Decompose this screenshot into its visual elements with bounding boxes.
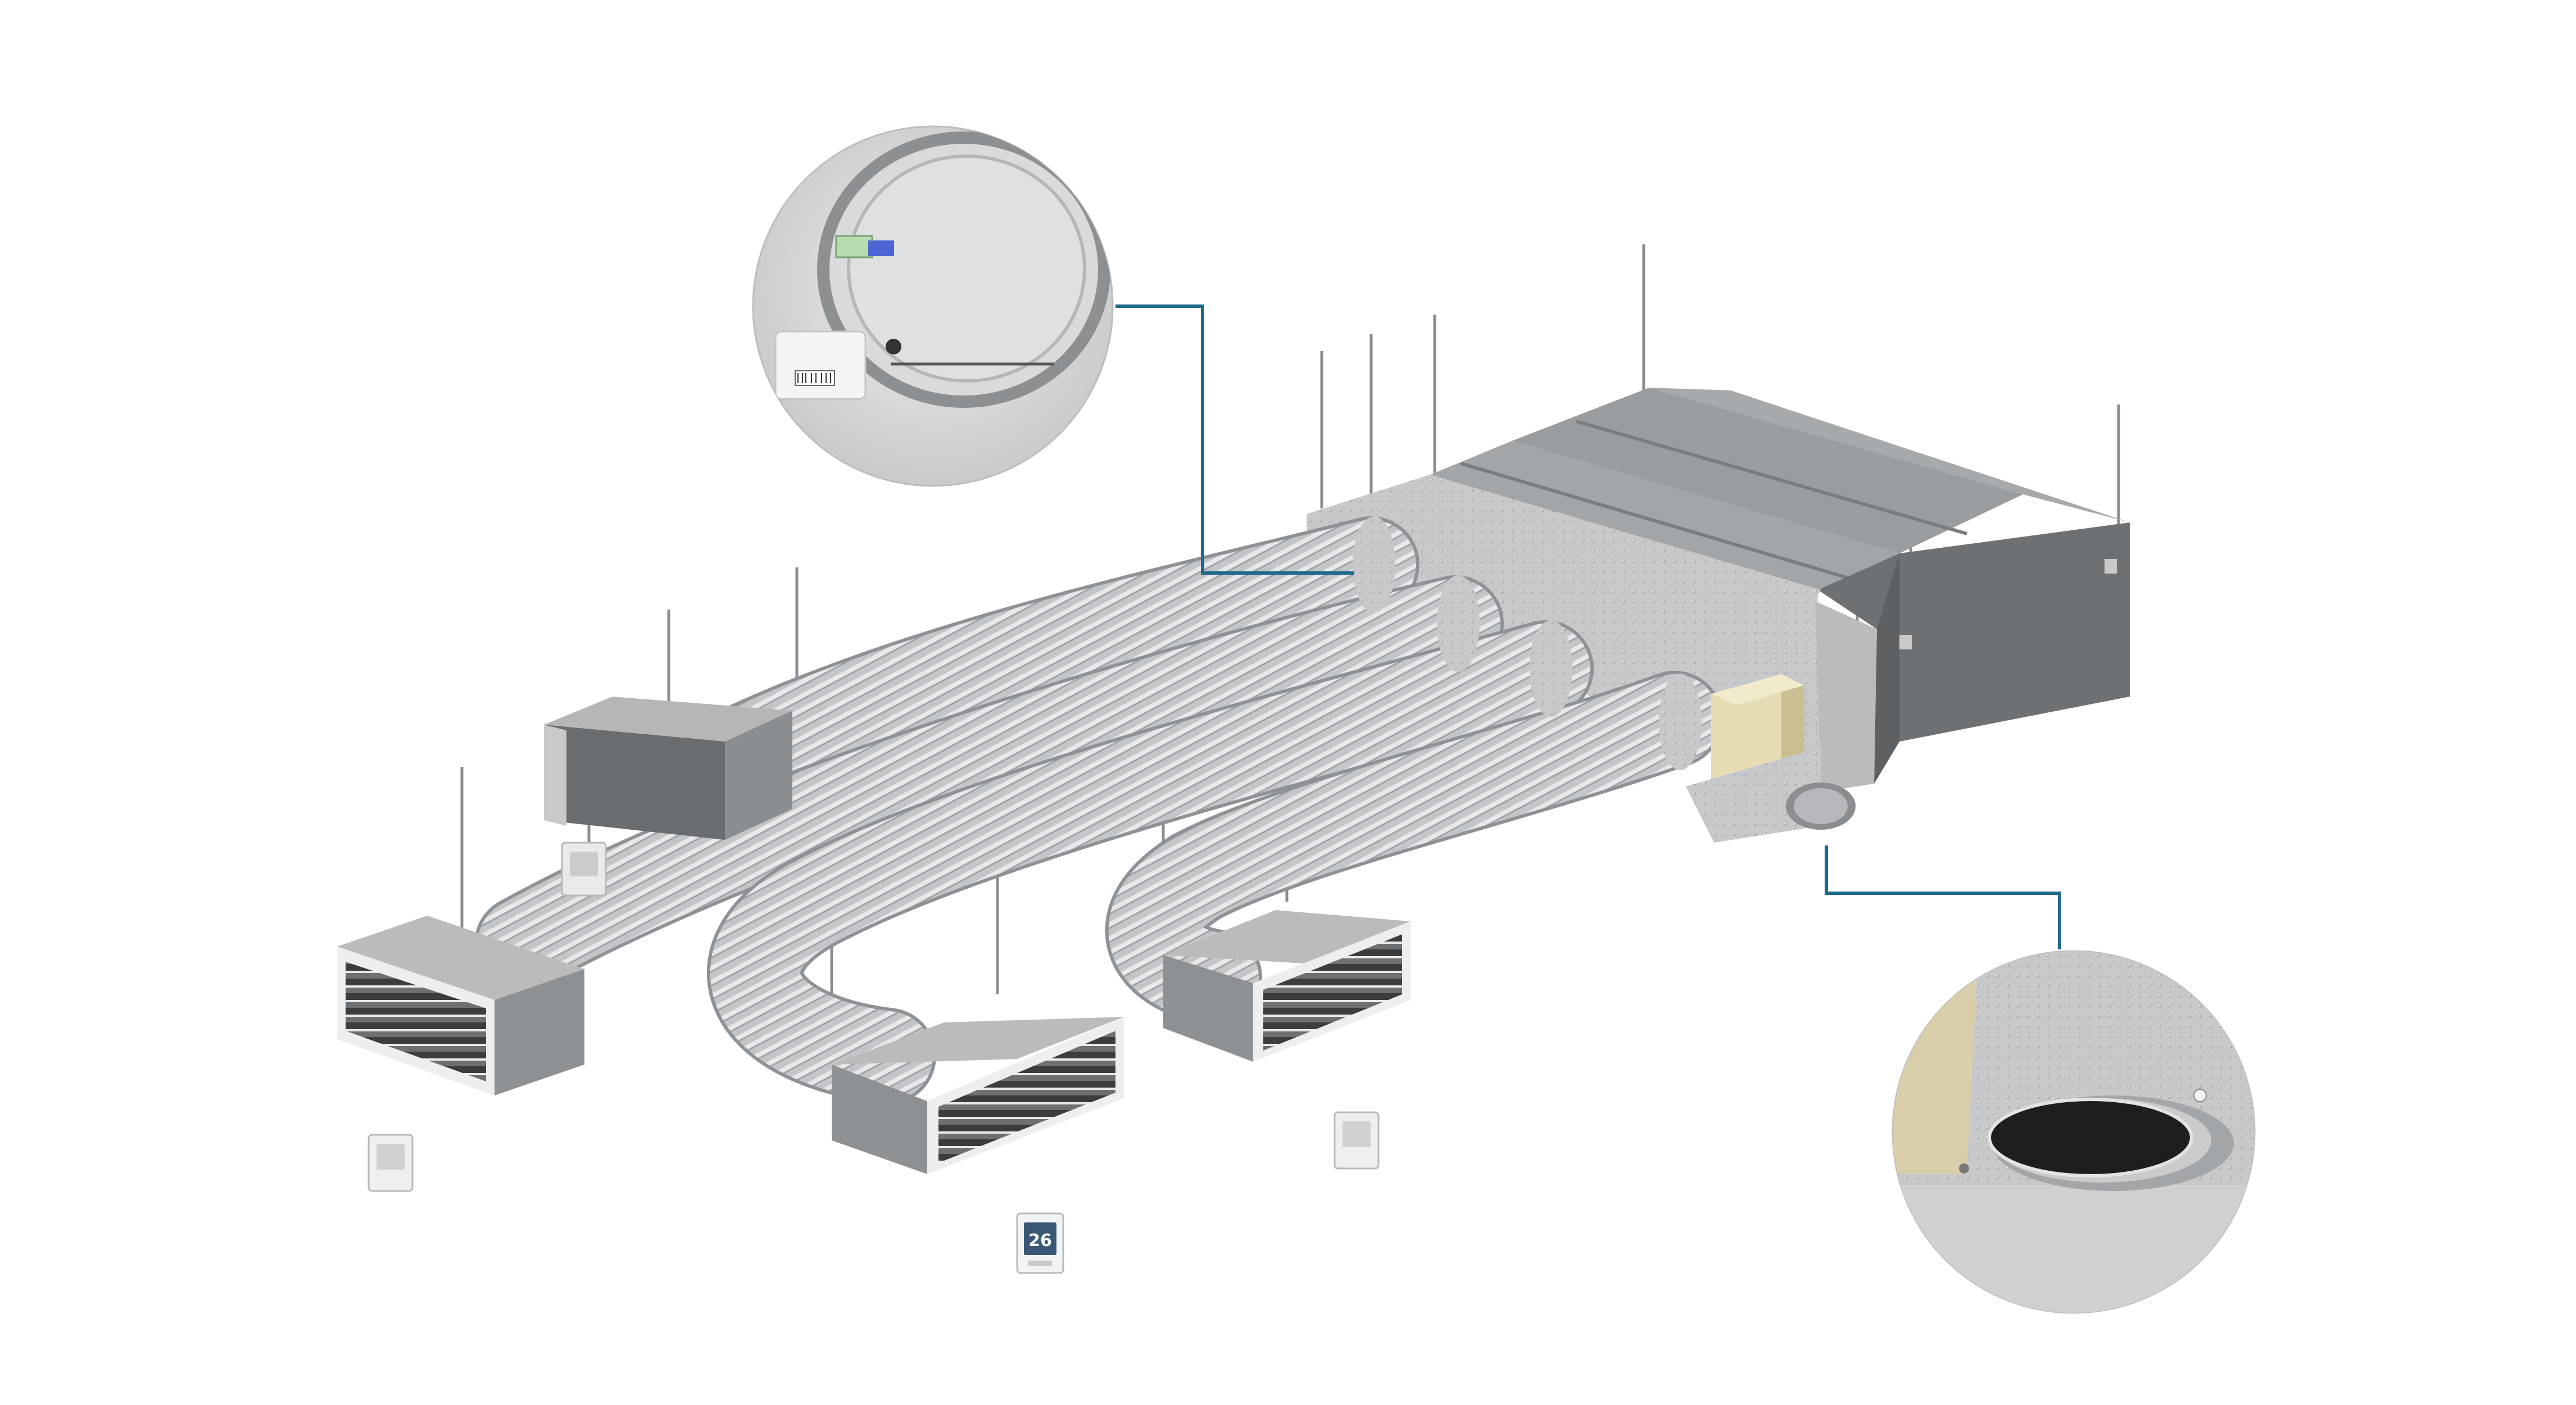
bypass-spigot	[1686, 747, 1856, 843]
thermostat-left	[368, 1134, 414, 1192]
thermostat-rear	[561, 842, 607, 897]
thermostat-display: 26	[1028, 1231, 1052, 1251]
supply-grille-centre	[832, 1017, 1124, 1174]
thermostat-right	[1334, 1111, 1380, 1170]
spigot-detail-bubble	[1892, 950, 2256, 1314]
supply-grille-right	[1163, 910, 1411, 1062]
duct-collars	[1353, 516, 1702, 770]
supply-grille-left	[337, 916, 584, 1095]
damper-detail-bubble	[752, 125, 1114, 487]
thermostat-icon: 26	[1016, 1212, 1064, 1274]
flex-ducts	[474, 516, 1723, 1104]
callout-lines	[1115, 304, 2061, 949]
rear-outlet-box	[544, 697, 792, 840]
